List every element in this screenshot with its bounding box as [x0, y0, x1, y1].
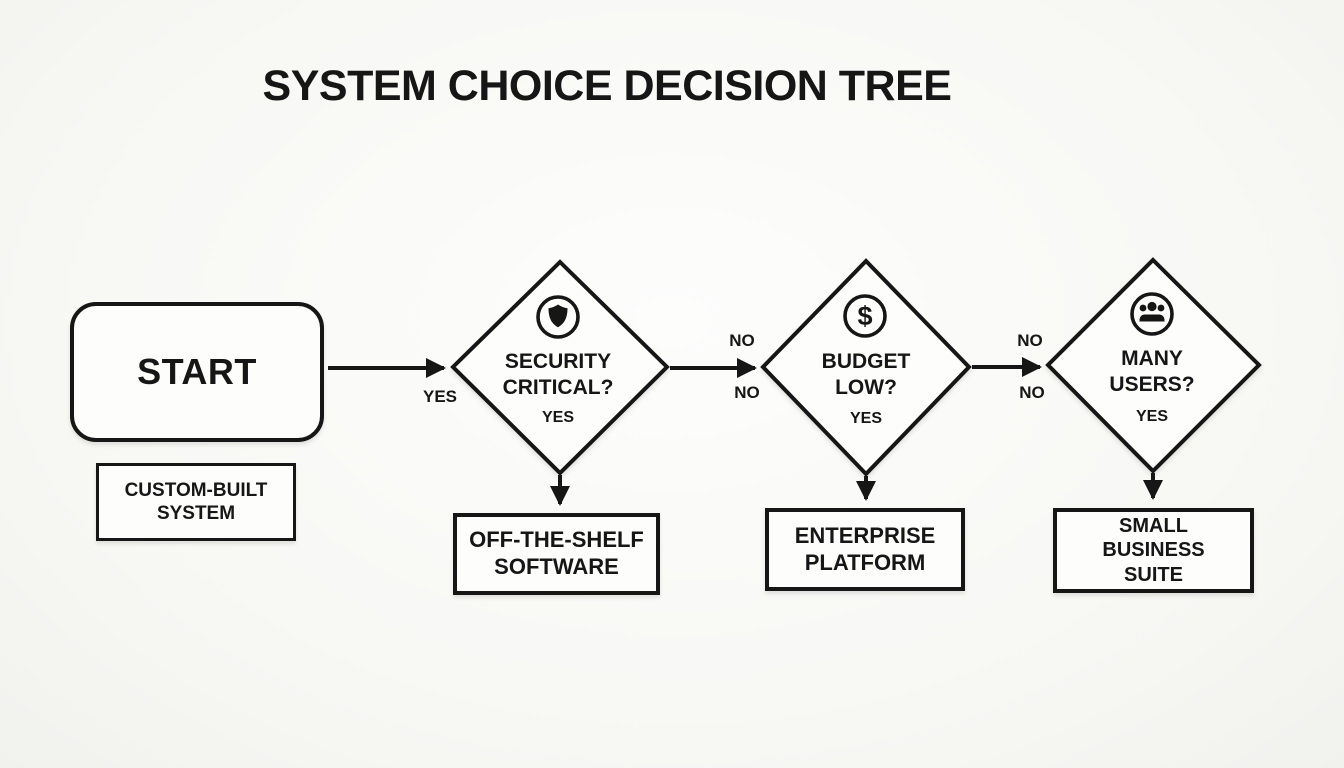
page-title: SYSTEM CHOICE DECISION TREE — [262, 62, 952, 110]
outcome-custom-built-system-label: CUSTOM-BUILT SYSTEM — [124, 479, 268, 524]
outcome-off-the-shelf-software-label: OFF-THE-SHELF SOFTWARE — [469, 527, 644, 579]
outcome-enterprise-platform: ENTERPRISE PLATFORM — [765, 508, 965, 591]
decision-budget-yes-label: YES — [849, 410, 882, 427]
shield-icon — [536, 295, 580, 339]
edge-label-start-yes: YES — [422, 387, 458, 406]
decision-diamond-users — [1045, 257, 1262, 474]
outcome-small-business-suite-label: SMALL BUSINESS SUITE — [1102, 514, 1205, 586]
outcome-off-the-shelf-software: OFF-THE-SHELF SOFTWARE — [453, 513, 660, 595]
decision-security-question: SECURITY CRITICAL? — [502, 350, 614, 399]
start-node: START — [70, 302, 324, 442]
decision-users-yes-label: YES — [1135, 408, 1168, 425]
edge-label-security-no-below: NO — [734, 383, 760, 402]
outcome-custom-built-system: CUSTOM-BUILT SYSTEM — [96, 463, 296, 541]
decision-diamond-security — [450, 259, 670, 476]
edge-label-budget-no-above: NO — [1017, 331, 1043, 350]
decision-security-yes-label: YES — [541, 409, 574, 426]
dollar-icon: $ — [843, 294, 887, 338]
start-node-label: START — [137, 351, 257, 392]
decision-budget-question: BUDGET LOW? — [821, 350, 911, 399]
outcome-enterprise-platform-label: ENTERPRISE PLATFORM — [794, 522, 936, 575]
users-icon — [1130, 292, 1174, 336]
edge-label-budget-no-below: NO — [1019, 383, 1045, 402]
decision-users-question: MANY USERS? — [1109, 347, 1195, 396]
decision-diamond-budget — [760, 258, 972, 477]
svg-text:$: $ — [857, 301, 872, 331]
outcome-small-business-suite: SMALL BUSINESS SUITE — [1053, 508, 1254, 593]
edge-label-security-no-above: NO — [729, 331, 755, 350]
